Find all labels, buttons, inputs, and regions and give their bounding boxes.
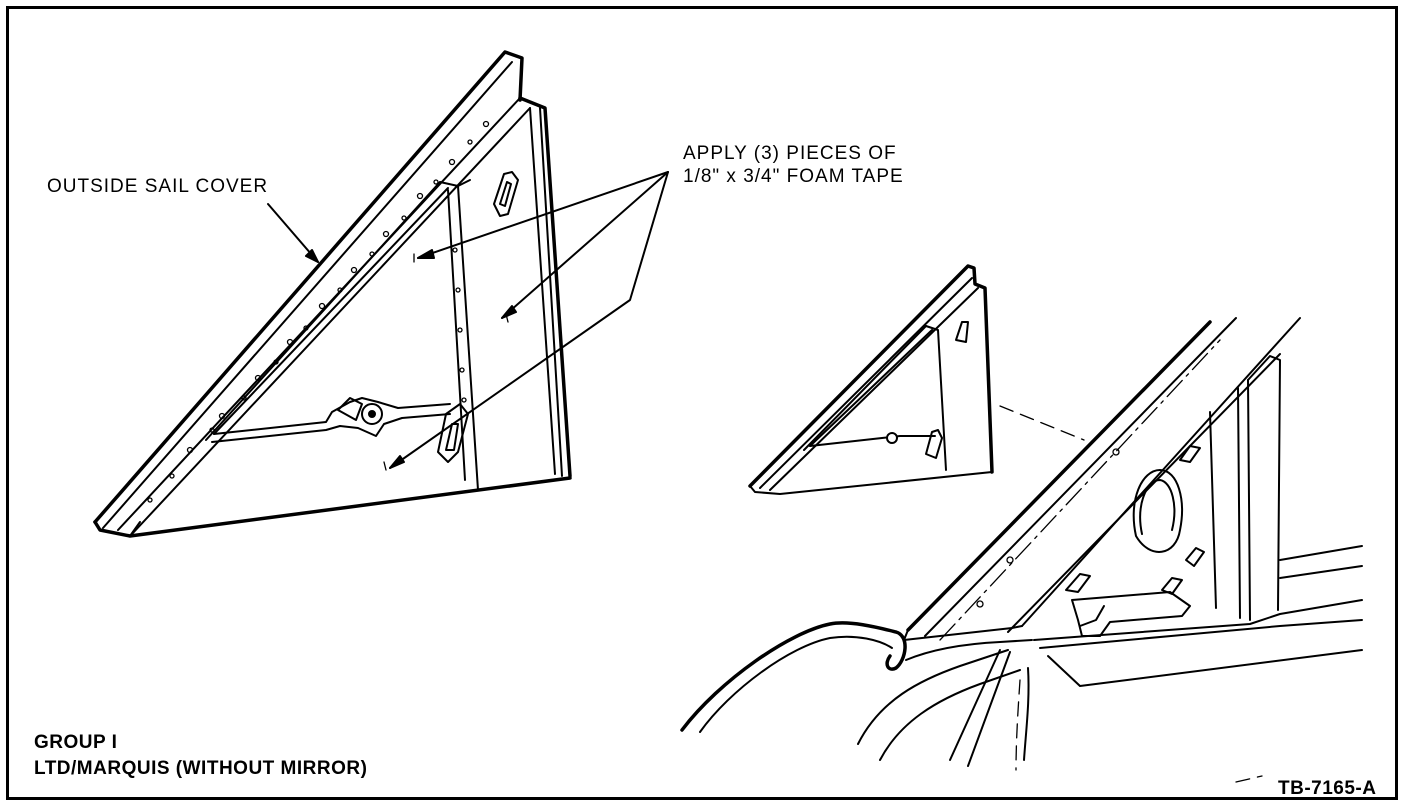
- caption-model: LTD/MARQUIS (WITHOUT MIRROR): [34, 758, 368, 779]
- leader-lines: [267, 171, 669, 471]
- foam-tape-callout-line1: APPLY (3) PIECES OF: [683, 143, 897, 164]
- large-sail-cover: [93, 50, 572, 538]
- small-sail-cover: [748, 264, 994, 495]
- dashed-connector: [999, 405, 1085, 441]
- figure-id: TB-7165-A: [1278, 778, 1377, 799]
- caption-group: GROUP I: [34, 732, 118, 753]
- vehicle-body-section: [680, 317, 1363, 783]
- foam-tape-callout-line2: 1/8" x 3/4" FOAM TAPE: [683, 166, 904, 187]
- figure-border: [6, 6, 1398, 800]
- outside-sail-cover-callout: OUTSIDE SAIL COVER: [47, 176, 269, 197]
